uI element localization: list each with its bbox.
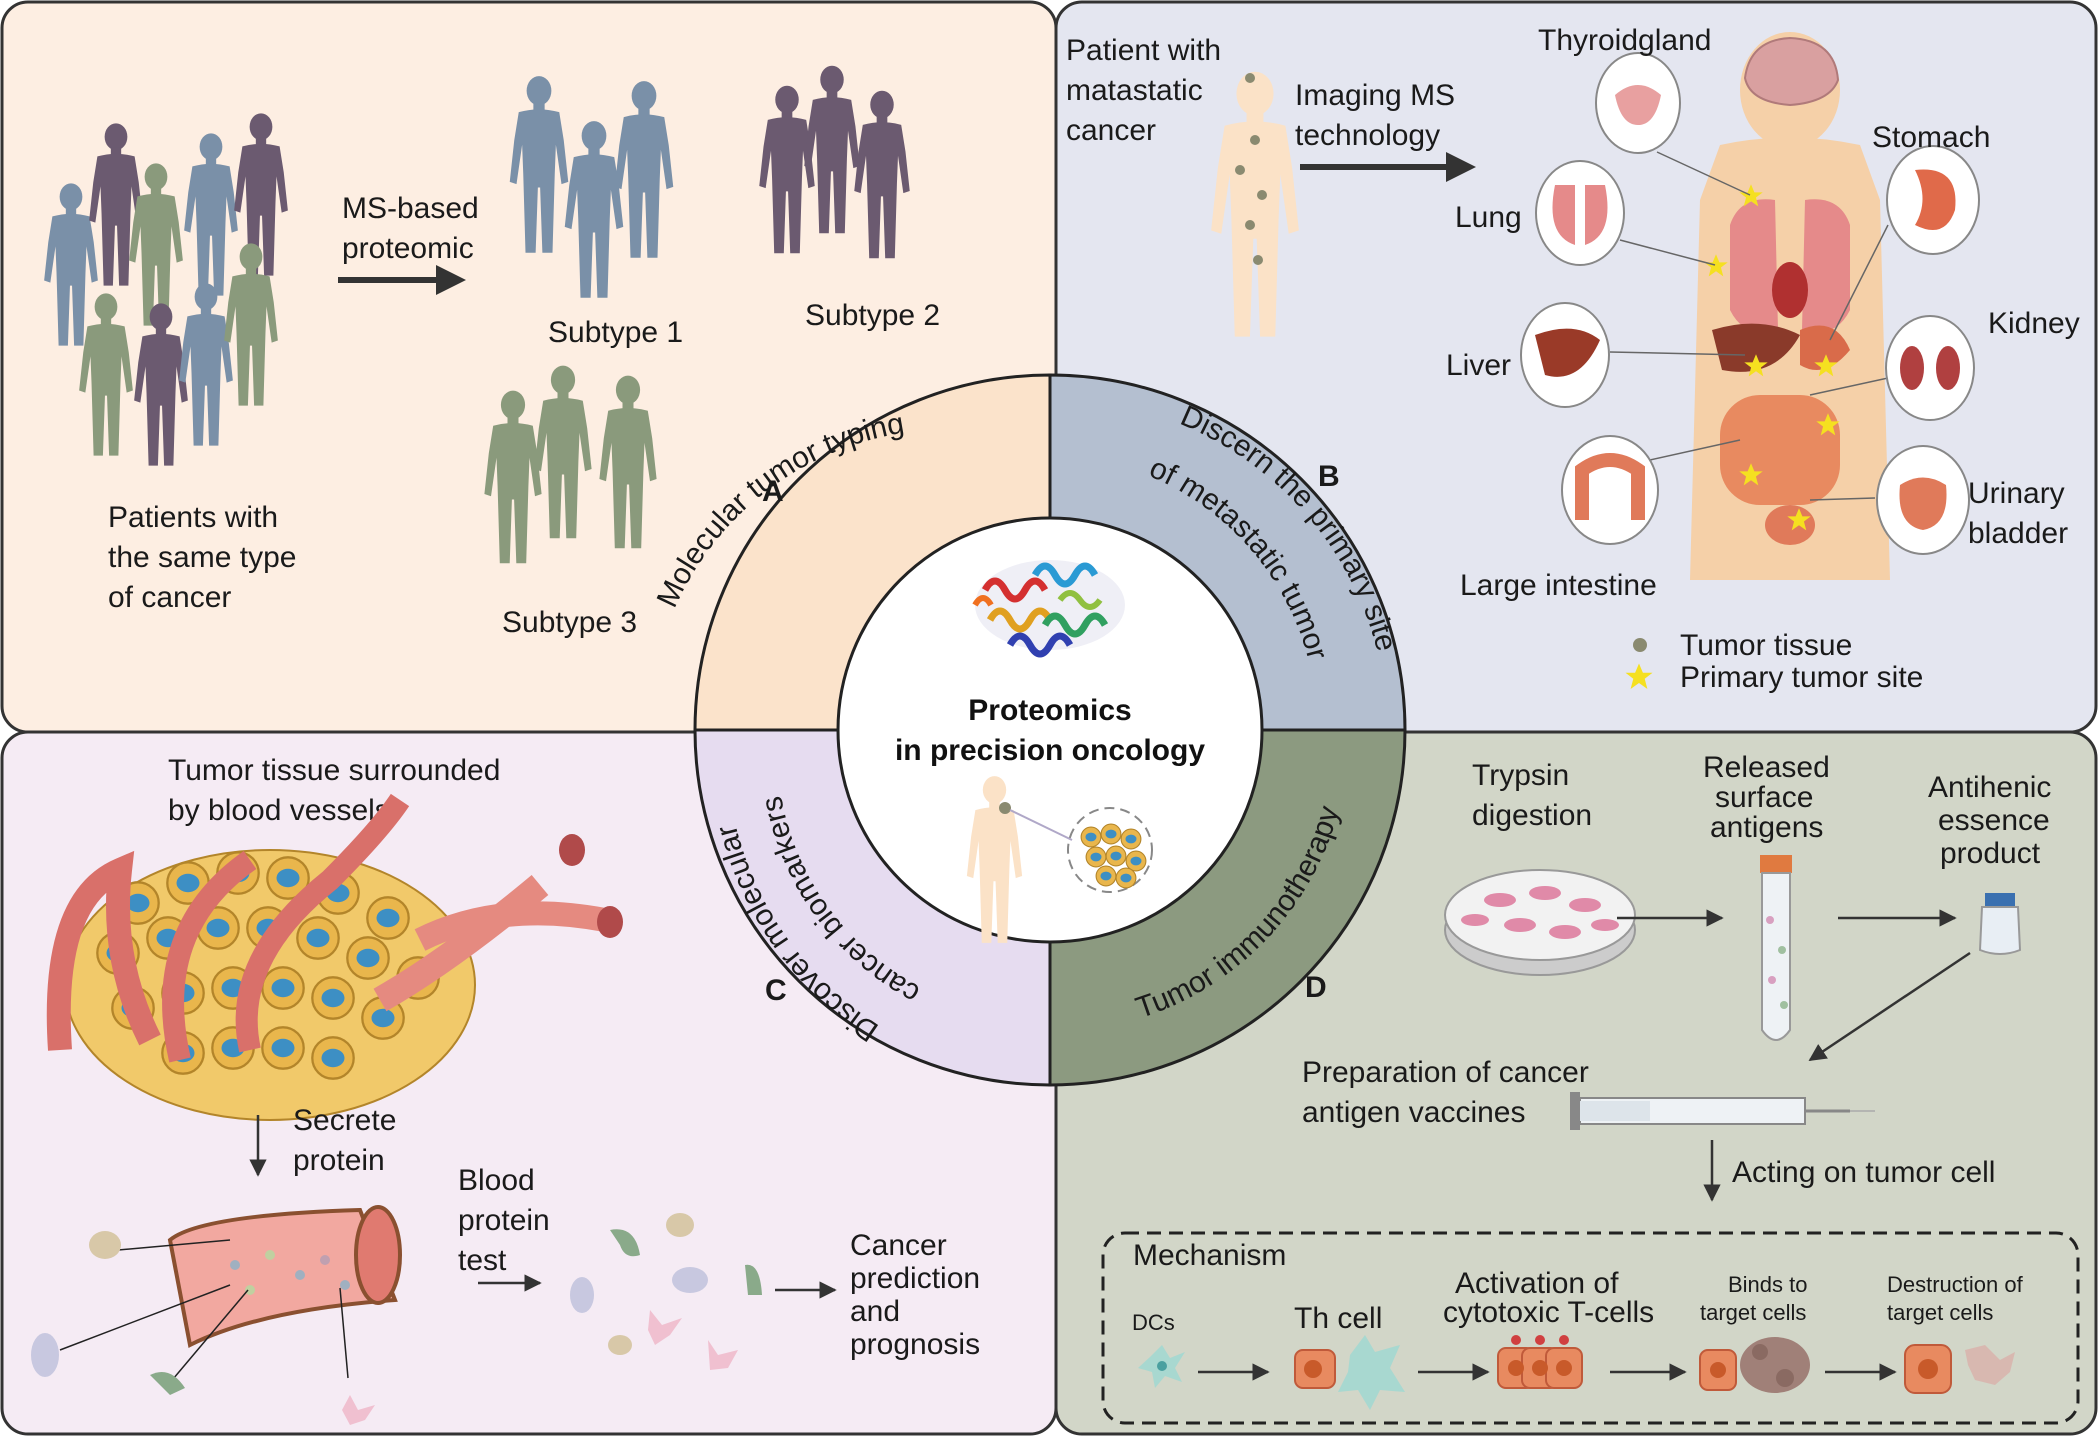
prep-line2: antigen vaccines [1302, 1096, 1525, 1129]
blood-vessel-illustration [167, 1205, 402, 1348]
tumor-tissue-illustration [46, 793, 623, 1121]
organ-label-bladder-line1: Urinary [1968, 477, 2065, 510]
outcome-line4: prognosis [850, 1328, 980, 1361]
mechanism-title: Mechanism [1133, 1239, 1286, 1272]
mechanism-binds-line1: Binds to [1728, 1272, 1808, 1297]
legend-primary-label: Primary tumor site [1680, 661, 1923, 694]
metastasis-dots [1235, 73, 1267, 265]
organ-body-figure [1690, 32, 1890, 580]
organ-label-intestine: Large intestine [1460, 569, 1657, 602]
blood-test-line3: test [458, 1244, 507, 1277]
outcome-line1: Cancer [850, 1229, 947, 1262]
imaging-label-line2: technology [1295, 119, 1440, 152]
center-title-line2: in precision oncology [895, 734, 1205, 767]
subtype-2-label: Subtype 2 [805, 299, 940, 332]
protein-blobs [31, 1213, 762, 1425]
ring-badge-d: D [1305, 971, 1327, 1004]
mechanism-cells [1138, 1335, 2015, 1410]
released-line3: antigens [1710, 811, 1823, 844]
vial-icon [1978, 893, 2022, 955]
organ-label-bladder-line2: bladder [1968, 517, 2068, 550]
subtype-3-label: Subtype 3 [502, 606, 637, 639]
organ-label-stomach: Stomach [1872, 121, 1990, 154]
center-title-line1: Proteomics [968, 694, 1131, 727]
mechanism-activation-line2: cytotoxic T-cells [1443, 1296, 1654, 1329]
blood-test-line1: Blood [458, 1164, 535, 1197]
outcome-line2: prediction [850, 1262, 980, 1295]
ring-badge-a: A [762, 475, 784, 508]
product-line2: essence [1938, 804, 2050, 837]
test-tube-icon [1760, 855, 1792, 1041]
mechanism-binds-line2: target cells [1700, 1300, 1806, 1325]
legend-tumor-tissue: Tumor tissue [1633, 629, 1852, 662]
organ-label-kidney: Kidney [1988, 307, 2080, 340]
method-label-line1: MS-based [342, 192, 479, 225]
brain-icon [1743, 36, 1840, 107]
mechanism-destruction-line2: target cells [1887, 1300, 1993, 1325]
legend-tissue-label: Tumor tissue [1680, 629, 1852, 662]
mechanism-activation-line1: Activation of [1455, 1267, 1619, 1300]
secrete-label-line2: protein [293, 1144, 385, 1177]
organ-label-thyroid: Thyroidgland [1538, 24, 1711, 57]
organ-callouts [1609, 151, 1889, 501]
blood-test-line2: protein [458, 1204, 550, 1237]
product-line3: product [1940, 837, 2041, 870]
mechanism-box [1101, 1231, 2080, 1425]
protein-callouts [59, 1239, 349, 1386]
imaging-label-line1: Imaging MS [1295, 79, 1455, 112]
lung-icon [1535, 160, 1625, 266]
patient-metastatic-line2: matastatic [1066, 74, 1203, 107]
ring-badge-b: B [1318, 460, 1340, 493]
center-tumor-cells-icon [1067, 807, 1153, 893]
method-label-line2: proteomic [342, 232, 474, 265]
patients-label-line2: the same type [108, 541, 296, 574]
trypsin-line2: digestion [1472, 799, 1592, 832]
prep-line1: Preparation of cancer [1302, 1056, 1589, 1089]
secrete-label-line1: Secrete [293, 1104, 396, 1137]
product-line1: Antihenic [1928, 771, 2051, 804]
patient-metastatic-line3: cancer [1066, 114, 1156, 147]
tissue-label-line1: Tumor tissue surrounded [168, 754, 500, 787]
organ-circles [1520, 52, 1980, 555]
trypsin-line1: Trypsin [1472, 759, 1569, 792]
destruction-cells-icon [1904, 1344, 2015, 1394]
mechanism-destruction-line1: Destruction of [1887, 1272, 2024, 1297]
outcome-line3: and [850, 1295, 900, 1328]
patients-label-line3: of cancer [108, 581, 231, 614]
protein-structure-icon [972, 560, 1125, 658]
patients-label-line1: Patients with [108, 501, 278, 534]
organ-label-lung: Lung [1455, 201, 1522, 234]
center-disc [836, 516, 1264, 944]
released-line1: Released [1703, 751, 1830, 784]
petri-dish-icon [1444, 869, 1636, 976]
tissue-label-line2: by blood vessels [168, 794, 390, 827]
released-line2: surface [1715, 781, 1813, 814]
vial-to-syringe-arrow [1808, 951, 1971, 1062]
mechanism-dcs-label: DCs [1132, 1310, 1175, 1335]
syringe-icon [1570, 1092, 1875, 1130]
legend-primary-site: Primary tumor site [1625, 661, 1923, 694]
mechanism-th-label: Th cell [1294, 1302, 1382, 1335]
patient-metastatic-line1: Patient with [1066, 34, 1221, 67]
organ-label-liver: Liver [1446, 349, 1511, 382]
center-ring [693, 373, 1407, 1087]
cytotoxic-cells-icon [1497, 1335, 1583, 1389]
ring-badge-c: C [765, 974, 787, 1007]
acting-label: Acting on tumor cell [1732, 1156, 1995, 1189]
subtype-1-label: Subtype 1 [548, 316, 683, 349]
binding-cells-icon [1699, 1337, 1810, 1393]
kidney-icon [1885, 315, 1975, 421]
